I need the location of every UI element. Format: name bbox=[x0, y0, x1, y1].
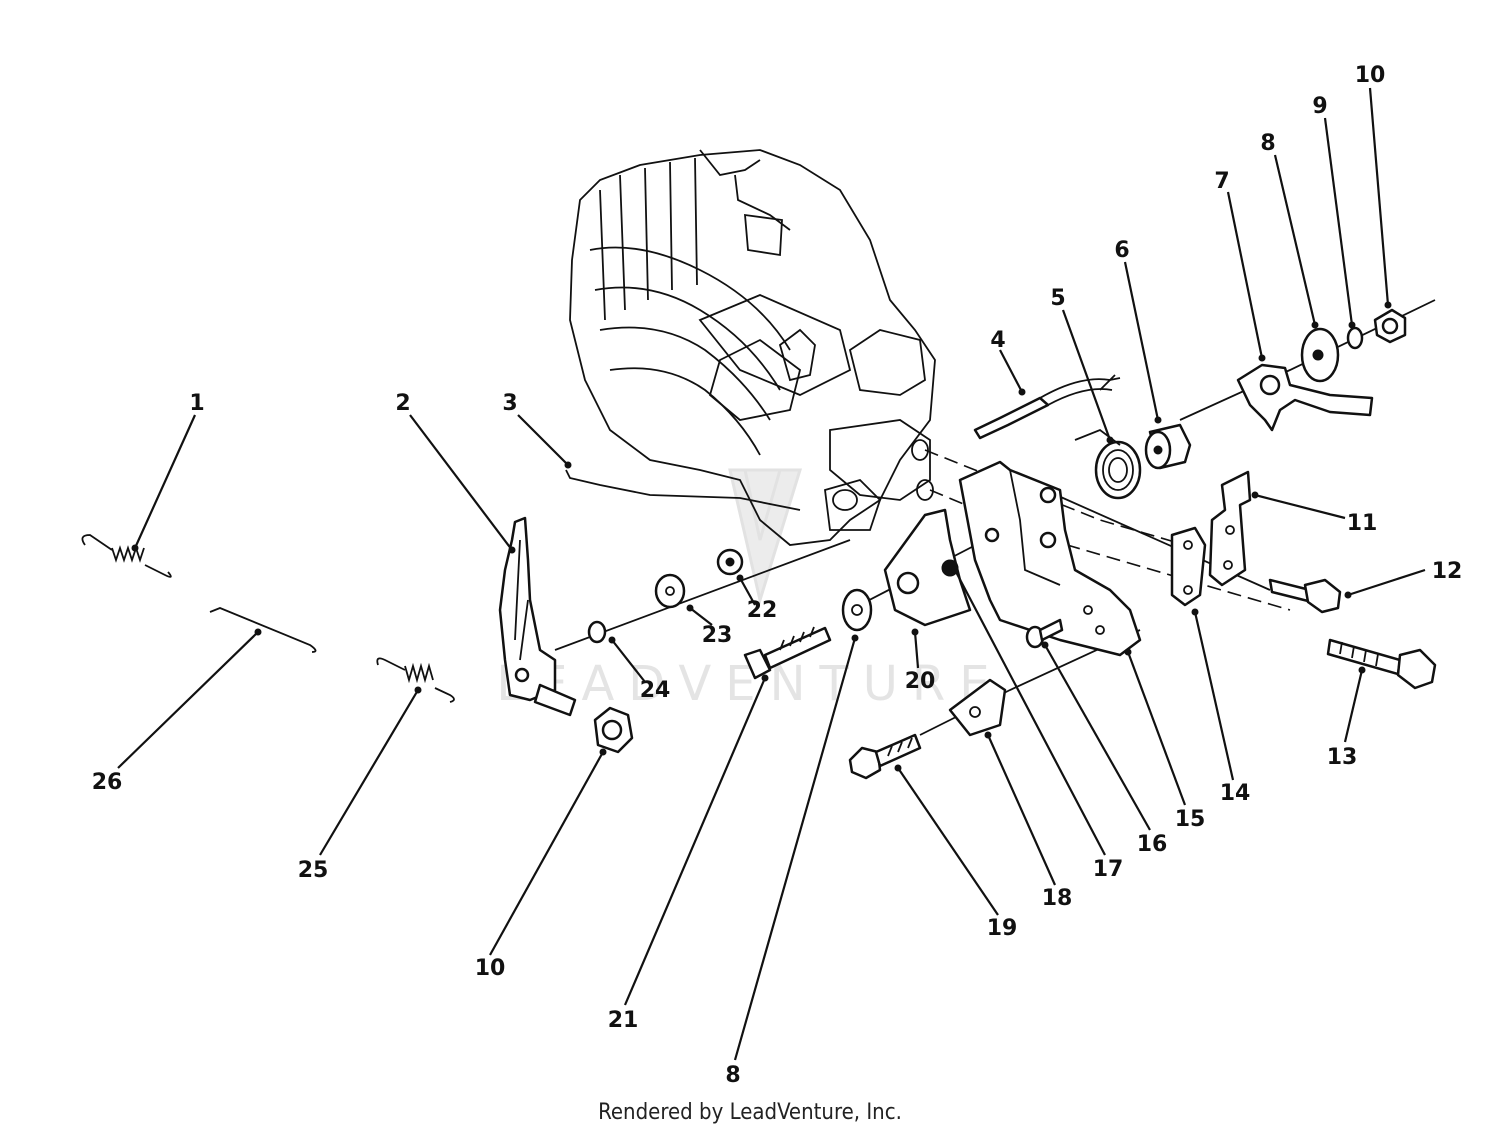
callout-3: 3 bbox=[502, 391, 517, 416]
callout-2: 2 bbox=[395, 391, 410, 416]
part-4-cable bbox=[973, 377, 1121, 440]
control-plate bbox=[958, 460, 1142, 657]
part-8-washer-lower bbox=[841, 588, 873, 632]
part-8-washer-upper bbox=[1300, 327, 1340, 383]
part-21-bolt bbox=[743, 626, 832, 680]
part-20-bracket bbox=[883, 508, 972, 627]
callout-18: 18 bbox=[1042, 886, 1073, 911]
part-14-bracket bbox=[1170, 526, 1207, 607]
callout-15: 15 bbox=[1175, 807, 1206, 832]
callout-5: 5 bbox=[1050, 286, 1065, 311]
callout-9: 9 bbox=[1312, 94, 1327, 119]
part-9-ring bbox=[1346, 326, 1364, 350]
callout-17: 17 bbox=[1093, 857, 1124, 882]
callout-10-upper: 10 bbox=[1355, 63, 1386, 88]
part-13-bolt bbox=[1326, 638, 1437, 690]
watermark: LEADVENTURE bbox=[496, 468, 1003, 712]
part-6-bushing bbox=[1144, 423, 1192, 470]
part-18-clamp bbox=[948, 678, 1007, 737]
callout-21: 21 bbox=[608, 1008, 639, 1033]
part-2-lever bbox=[498, 516, 577, 717]
part-10-nut-lower bbox=[593, 706, 634, 754]
part-12-bolt bbox=[1268, 578, 1342, 614]
callout-11: 11 bbox=[1347, 511, 1378, 536]
part-10-nut-upper bbox=[1373, 308, 1407, 344]
engine-block bbox=[569, 149, 936, 546]
part-3-wire bbox=[565, 469, 801, 511]
callout-22: 22 bbox=[747, 598, 778, 623]
callout-7: 7 bbox=[1214, 169, 1229, 194]
part-25-spring bbox=[376, 657, 455, 703]
callout-25: 25 bbox=[298, 858, 329, 883]
part-19-bolt bbox=[848, 733, 922, 780]
callout-26: 26 bbox=[92, 770, 123, 795]
part-16-screw bbox=[1025, 618, 1064, 649]
watermark-text: LEADVENTURE bbox=[496, 656, 1003, 712]
leader-lines bbox=[117, 87, 1426, 1061]
callout-20: 20 bbox=[905, 669, 936, 694]
callout-1: 1 bbox=[189, 391, 204, 416]
callout-24: 24 bbox=[640, 678, 671, 703]
part-23-washer bbox=[654, 573, 686, 609]
part-22-nut bbox=[716, 548, 744, 576]
callout-14: 14 bbox=[1220, 781, 1251, 806]
callout-13: 13 bbox=[1327, 745, 1358, 770]
part-24-washer bbox=[587, 620, 607, 644]
callout-23: 23 bbox=[702, 623, 733, 648]
part-1-spring bbox=[81, 534, 172, 578]
callout-6: 6 bbox=[1114, 238, 1129, 263]
callout-8-upper: 8 bbox=[1260, 131, 1275, 156]
callout-8-lower: 8 bbox=[725, 1063, 740, 1088]
callout-labels: 1 2 3 4 5 6 7 8 9 10 11 12 13 14 15 16 1… bbox=[92, 63, 1463, 1088]
part-7-arm bbox=[1236, 363, 1374, 432]
callout-19: 19 bbox=[987, 916, 1018, 941]
callout-16: 16 bbox=[1137, 832, 1168, 857]
part-11-bracket bbox=[1208, 470, 1252, 587]
part-26-rod bbox=[209, 607, 317, 653]
callout-4: 4 bbox=[990, 328, 1005, 353]
callout-12: 12 bbox=[1432, 559, 1463, 584]
footer-credit: Rendered by LeadVenture, Inc. bbox=[598, 1100, 902, 1125]
callout-10-lower: 10 bbox=[475, 956, 506, 981]
